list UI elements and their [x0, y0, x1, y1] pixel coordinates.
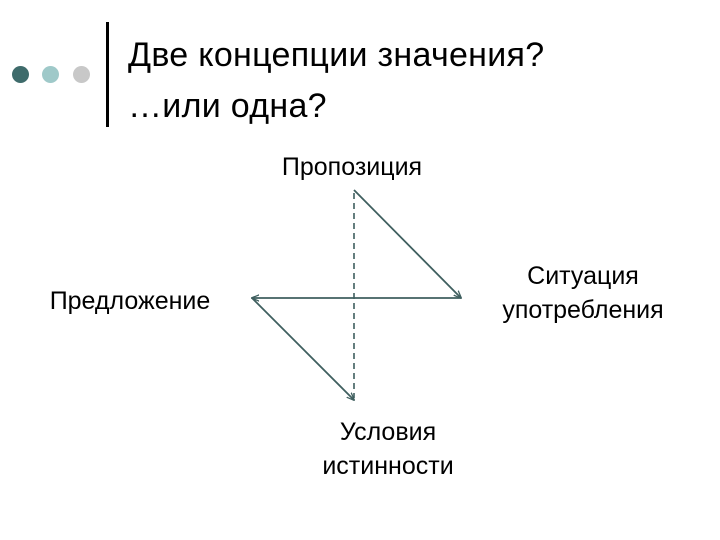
node-situation-label-line-2: употребления — [502, 296, 664, 324]
node-situation-label-line-1: Ситуация — [527, 262, 639, 290]
decor-dot-light — [42, 66, 59, 83]
decor-dot-dark — [12, 66, 29, 83]
node-conditions-label-line-2: истинности — [322, 452, 454, 480]
node-sentence-label: Предложение — [49, 287, 211, 315]
node-proposition-label: Пропозиция — [281, 153, 423, 181]
node-conditions: Условия истинности — [288, 415, 488, 483]
node-situation: Ситуация употребления — [478, 259, 688, 327]
node-conditions-label-line-1: Условия — [339, 418, 437, 446]
decor-dot-grey — [73, 66, 90, 83]
arrow-proposition-to-situation — [353, 189, 461, 298]
title-divider — [106, 22, 109, 127]
slide-title: Две концепции значения? …или одна? — [128, 30, 544, 132]
slide-title-line-2: …или одна? — [128, 87, 327, 125]
slide-title-line-1: Две концепции значения? — [128, 36, 545, 74]
node-sentence: Предложение — [20, 284, 240, 318]
node-proposition: Пропозиция — [252, 150, 452, 184]
arrow-sentence-to-conditions — [251, 297, 354, 400]
